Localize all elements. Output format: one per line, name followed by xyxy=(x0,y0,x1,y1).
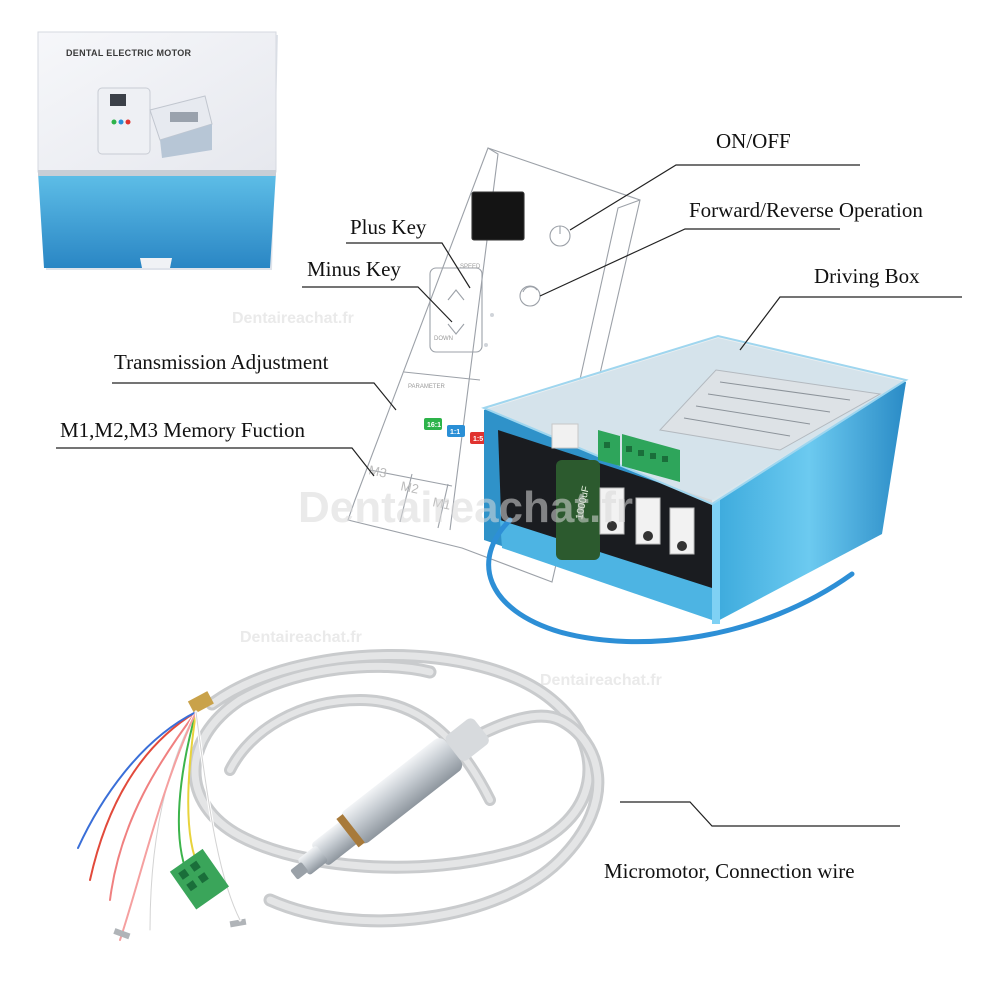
label-minus-key: Minus Key xyxy=(307,257,401,281)
mode-button-3[interactable] xyxy=(470,432,488,444)
minus-key[interactable] xyxy=(447,323,465,335)
mode-button-label: 1:5 xyxy=(473,436,483,443)
callout-plus-key xyxy=(346,242,471,289)
mode-button-label: 16:1 xyxy=(427,422,441,429)
panel-divider xyxy=(437,483,449,529)
label-on-off: ON/OFF xyxy=(716,129,791,153)
plus-key[interactable] xyxy=(447,289,465,301)
indicator-dot xyxy=(490,313,494,317)
label-micromotor: Micromotor, Connection wire xyxy=(604,859,855,883)
callout-minus-key xyxy=(302,286,453,323)
memory-key-m2[interactable]: M2 xyxy=(399,478,420,496)
label-plate-lines xyxy=(683,381,851,437)
reverse-icon xyxy=(522,286,538,293)
callout-forward-reverse xyxy=(539,228,840,297)
memory-key-m3[interactable]: M3 xyxy=(367,462,388,480)
driving-box-corner xyxy=(712,500,720,624)
capacitor xyxy=(556,460,600,560)
memory-key-m1[interactable]: M1 xyxy=(431,494,452,512)
indicator-dot xyxy=(484,343,488,347)
product-box-title: DENTAL ELECTRIC MOTOR xyxy=(66,48,191,58)
callout-micromotor xyxy=(620,801,900,827)
driving-box-label-plate xyxy=(658,369,882,451)
air-tube xyxy=(486,517,855,645)
watermark: Dentaireachat.fr xyxy=(232,310,354,327)
label-driving-box: Driving Box xyxy=(814,264,920,288)
speed-label: SPEED xyxy=(460,264,481,270)
speed-keypad xyxy=(429,267,483,353)
micromotor xyxy=(290,718,489,880)
parameter-label: PARAMETER xyxy=(408,384,446,390)
panel-divider xyxy=(403,371,481,381)
label-transmission: Transmission Adjustment xyxy=(114,350,329,374)
down-label: DOWN xyxy=(434,336,453,342)
mode-button-2[interactable] xyxy=(447,425,465,437)
callout-lines xyxy=(56,164,962,827)
driving-box-bottom xyxy=(500,520,712,620)
driving-box: 1000uF xyxy=(481,334,909,624)
watermark: Dentaireachat.fr xyxy=(240,629,362,646)
mode-button-1[interactable] xyxy=(424,418,442,430)
product-box-body xyxy=(38,172,276,268)
product-box-illustration xyxy=(97,87,213,158)
mode-buttons: 16:1 1:1 1:5 xyxy=(424,418,488,444)
product-box-tab xyxy=(140,258,172,268)
driving-box-side xyxy=(712,382,906,624)
mode-button-label: 1:1 xyxy=(450,429,460,436)
callout-memory xyxy=(56,447,375,477)
panel-divider xyxy=(399,473,413,523)
terminal-screws xyxy=(604,442,668,462)
watermark: Dentaireachat.fr xyxy=(540,672,662,689)
callout-transmission xyxy=(112,382,397,411)
product-box-rim xyxy=(38,170,276,176)
watermark: Dentaireachat.fr xyxy=(298,483,633,532)
label-plus-key: Plus Key xyxy=(350,215,427,239)
speed-display xyxy=(471,191,525,241)
product-box: DENTAL ELECTRIC MOTOR xyxy=(37,31,278,270)
callout-on-off xyxy=(569,164,860,231)
label-memory: M1,M2,M3 Memory Fuction xyxy=(60,418,306,442)
control-panel-edge xyxy=(449,147,499,531)
cable-terminal-block xyxy=(169,848,230,910)
label-forward-reverse: Forward/Reverse Operation xyxy=(689,198,923,222)
callout-driving-box xyxy=(739,296,962,351)
white-connector xyxy=(551,423,579,449)
transistors xyxy=(599,487,695,555)
